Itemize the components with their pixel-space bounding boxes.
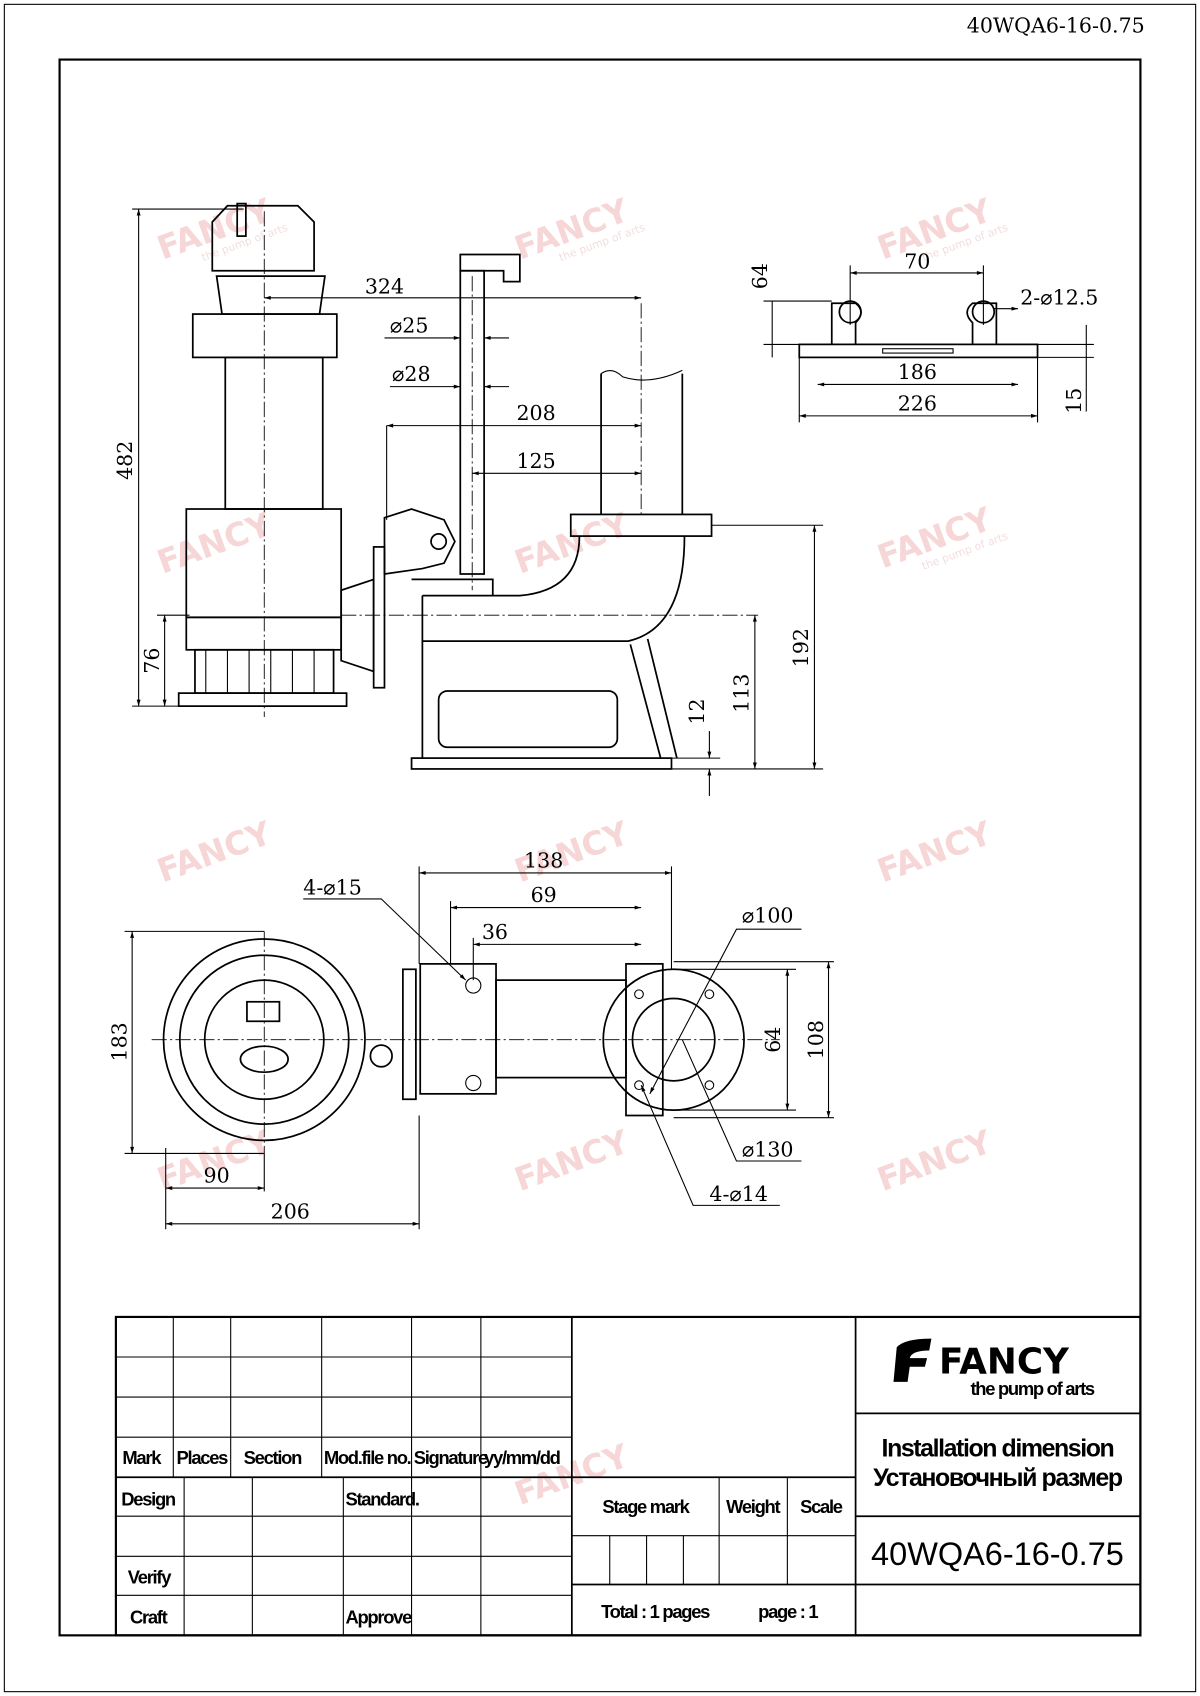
dim-186: 186 bbox=[898, 360, 937, 384]
dim-dia-25: ⌀25 bbox=[390, 313, 429, 337]
logo-tagline: the pump of arts bbox=[970, 1378, 1094, 1399]
fancy-logo-icon bbox=[893, 1338, 932, 1382]
label-weight: Weight bbox=[726, 1496, 780, 1517]
dim-holes-12-5: 2-⌀12.5 bbox=[1020, 285, 1098, 309]
header-section: Section bbox=[244, 1447, 302, 1468]
dim-108: 108 bbox=[804, 1020, 828, 1059]
dim-12: 12 bbox=[685, 698, 709, 724]
dim-holes-14: 4-⌀14 bbox=[709, 1182, 768, 1206]
dim-holes-15: 4-⌀15 bbox=[303, 876, 362, 900]
logo-brand: FANCY bbox=[939, 1341, 1070, 1382]
discharge-elbow bbox=[341, 303, 759, 770]
pump-body bbox=[177, 202, 386, 717]
dim-15: 15 bbox=[1062, 388, 1086, 414]
plan-view: 138 69 36 4-⌀15 ⌀100 ⌀130 4-⌀14 183 64 1… bbox=[108, 848, 834, 1230]
dim-113: 113 bbox=[729, 674, 753, 713]
dim-482: 482 bbox=[113, 441, 137, 480]
dim-69: 69 bbox=[531, 883, 557, 907]
dim-64: 64 bbox=[748, 263, 772, 289]
header-places: Places bbox=[177, 1447, 229, 1468]
dim-dia-100: ⌀100 bbox=[742, 904, 794, 928]
title-block: Mark Places Section Mod.file no. Signatu… bbox=[114, 1315, 1142, 1637]
label-scale: Scale bbox=[800, 1496, 843, 1517]
dim-226: 226 bbox=[898, 391, 937, 415]
label-approve: Approve bbox=[345, 1606, 412, 1627]
page-number: page : 1 bbox=[758, 1601, 818, 1622]
label-standard: Standard. bbox=[345, 1488, 418, 1509]
dim-dia-28: ⌀28 bbox=[392, 362, 431, 386]
label-design: Design bbox=[121, 1488, 176, 1509]
dim-138: 138 bbox=[524, 848, 563, 872]
drawing-code: 40WQA6-16-0.75 bbox=[967, 13, 1145, 37]
model-number: 40WQA6-16-0.75 bbox=[871, 1536, 1124, 1572]
header-mark: Mark bbox=[122, 1447, 162, 1468]
title-russian: Установочный размер bbox=[873, 1464, 1123, 1492]
dim-206: 206 bbox=[271, 1199, 310, 1223]
side-dimensions: 324 ⌀25 ⌀28 208 125 482 76 192 113 12 bbox=[113, 208, 824, 797]
dim-70: 70 bbox=[904, 250, 930, 274]
total-pages: Total : 1 pages bbox=[601, 1601, 710, 1622]
dim-324: 324 bbox=[365, 274, 404, 298]
side-view: 324 ⌀25 ⌀28 208 125 482 76 192 113 12 bbox=[113, 202, 824, 797]
dim-64-plan: 64 bbox=[761, 1027, 785, 1053]
dim-192: 192 bbox=[789, 628, 813, 667]
outer-border bbox=[3, 3, 1197, 1693]
guide-rail bbox=[383, 253, 521, 591]
label-stage-mark: Stage mark bbox=[602, 1496, 690, 1517]
header-mod-file-no: Mod.file no. bbox=[324, 1447, 411, 1468]
fancy-logo: FANCY the pump of arts bbox=[893, 1338, 1096, 1399]
dim-208: 208 bbox=[516, 401, 555, 425]
label-verify: Verify bbox=[128, 1566, 172, 1587]
dim-dia-130: ⌀130 bbox=[742, 1138, 794, 1162]
title-english: Installation dimension bbox=[882, 1435, 1114, 1463]
dim-36: 36 bbox=[482, 920, 508, 944]
dim-76: 76 bbox=[140, 648, 164, 674]
dim-183: 183 bbox=[108, 1022, 132, 1061]
label-craft: Craft bbox=[130, 1606, 168, 1627]
bracket-view: 70 64 2-⌀12.5 186 226 15 bbox=[748, 250, 1098, 423]
dim-90: 90 bbox=[204, 1164, 230, 1188]
header-signature: Signature bbox=[414, 1447, 488, 1468]
dim-125: 125 bbox=[516, 449, 555, 473]
header-date: yy/mm/dd bbox=[484, 1447, 561, 1468]
